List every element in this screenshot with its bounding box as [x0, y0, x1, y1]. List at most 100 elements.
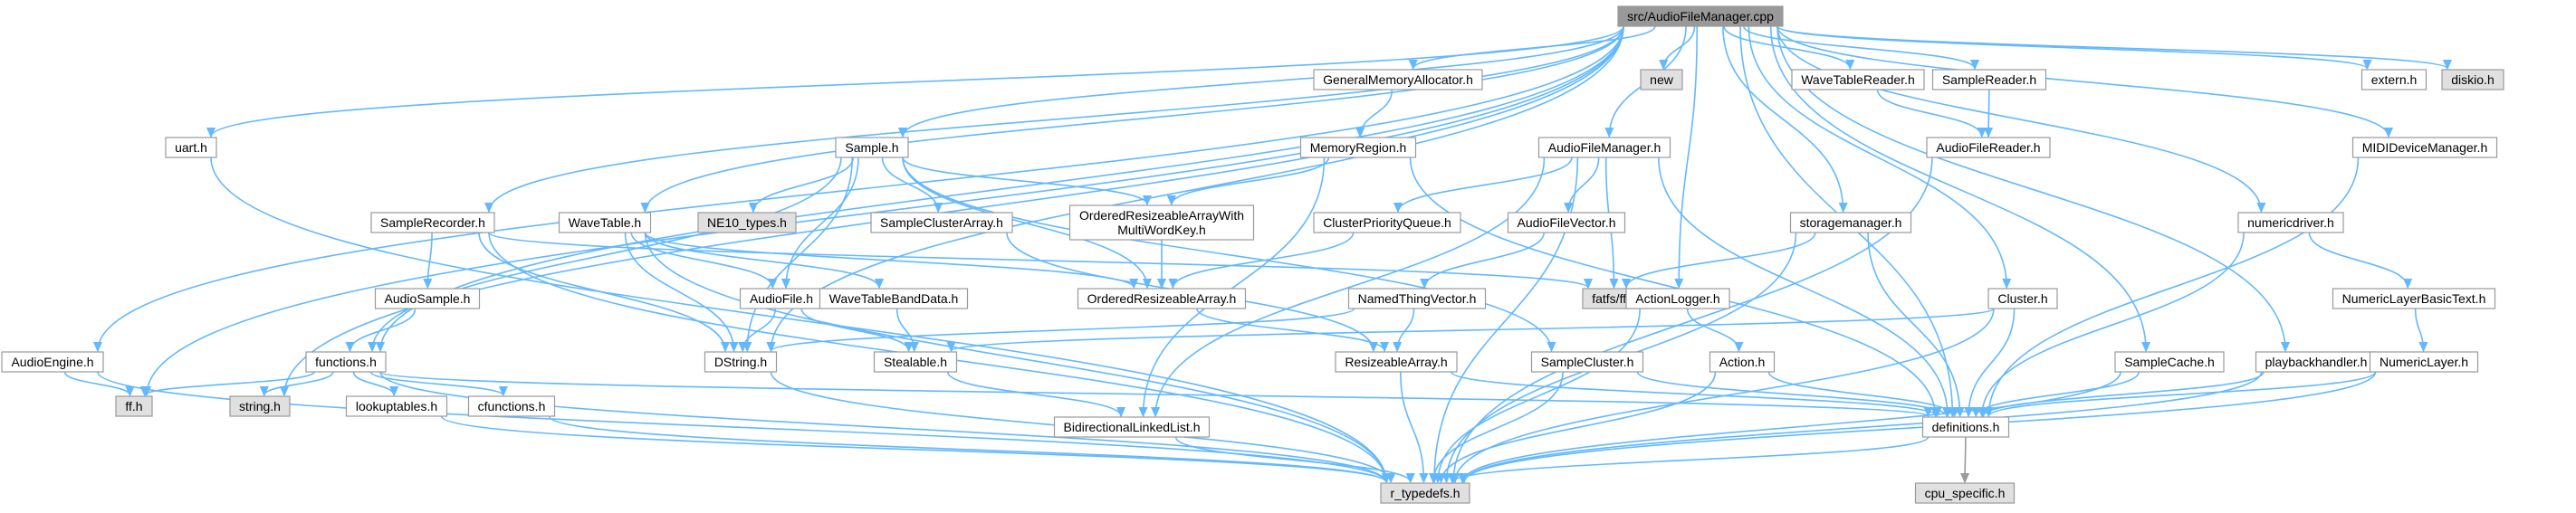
node-numericlayer[interactable]: NumericLayer.h: [2369, 351, 2479, 373]
node-ntv[interactable]: NamedThingVector.h: [1347, 288, 1487, 309]
edge-cluster-to-definitions: [1968, 308, 2016, 416]
node-cluster[interactable]: Cluster.h: [1987, 288, 2058, 309]
node-box: [115, 395, 153, 417]
node-resizeable[interactable]: ResizeableArray.h: [1335, 351, 1458, 373]
node-audiofile[interactable]: AudioFile.h: [739, 288, 824, 309]
node-ne10[interactable]: NE10_types.h: [697, 212, 797, 233]
edge-root-to-numericdriver: [1776, 25, 2261, 212]
node-label: NE10_types.h: [707, 215, 787, 230]
node-label: extern.h: [2371, 72, 2418, 87]
node-samplerecorder[interactable]: SampleRecorder.h: [370, 212, 495, 233]
node-definitions[interactable]: definitions.h: [1921, 416, 2010, 438]
edge-wtbanddata-to-stealable: [895, 308, 915, 351]
node-label: diskio.h: [2451, 72, 2494, 87]
edge-actionlogger-to-rtypedefs: [1438, 308, 1641, 482]
node-label: definitions.h: [1932, 420, 2000, 434]
edge-root-to-samplerecorder: [489, 25, 1624, 212]
edge-samplecluster-to-definitions: [1636, 371, 1948, 416]
edge-afmh-to-bdll: [1155, 157, 1546, 416]
node-string[interactable]: string.h: [229, 395, 291, 417]
node-wtbanddata[interactable]: WaveTableBandData.h: [819, 288, 969, 309]
edge-sample-to-orawmk: [902, 157, 1147, 204]
node-cpuspecific[interactable]: cpu_specific.h: [1914, 482, 2016, 504]
node-label: fatfs/ff.h: [1592, 291, 1637, 306]
edge-wavetable-to-audiofile: [630, 232, 772, 288]
node-box: [1709, 351, 1776, 373]
node-extern[interactable]: extern.h: [2361, 69, 2428, 90]
node-box: [345, 395, 448, 417]
node-samplecluster[interactable]: SampleCluster.h: [1530, 351, 1644, 373]
edge-memregion-to-orawmk: [1172, 157, 1330, 204]
edge-root-to-string: [284, 25, 1624, 395]
node-wtreader[interactable]: WaveTableReader.h: [1791, 69, 1925, 90]
node-afmh[interactable]: AudioFileManager.h: [1537, 137, 1671, 158]
node-box: [1926, 137, 2051, 158]
edge-storagemanager-to-fatfs: [1626, 232, 1816, 288]
node-playbackhandler[interactable]: playbackhandler.h: [2255, 351, 2378, 373]
edge-memregion-to-definitions: [1409, 157, 1936, 416]
node-samplecache[interactable]: SampleCache.h: [2114, 351, 2225, 373]
node-label: NumericLayer.h: [2380, 355, 2468, 369]
node-gma[interactable]: GeneralMemoryAllocator.h: [1313, 69, 1483, 90]
node-storagemanager[interactable]: storagemanager.h: [1789, 212, 1912, 233]
edge-audioengine-to-ffh: [63, 371, 130, 395]
node-afreader[interactable]: AudioFileReader.h: [1926, 137, 2051, 158]
edge-cluster-to-rtypedefs: [1455, 308, 1995, 482]
node-audioengine[interactable]: AudioEngine.h: [1, 351, 104, 373]
node-label: functions.h: [315, 355, 377, 369]
node-label: WaveTableReader.h: [1801, 72, 1915, 87]
node-cfunctions[interactable]: cfunctions.h: [467, 395, 556, 417]
node-sample[interactable]: Sample.h: [835, 137, 909, 158]
node-label: Stealable.h: [884, 355, 947, 369]
node-label: cpu_specific.h: [1925, 486, 2006, 500]
node-bdll[interactable]: BidirectionalLinkedList.h: [1053, 416, 1211, 438]
edge-action-to-definitions: [1767, 371, 1955, 416]
edge-action-to-rtypedefs: [1441, 371, 1717, 482]
node-numericdriver[interactable]: numericdriver.h: [2237, 212, 2344, 233]
node-label: SampleCluster.h: [1541, 355, 1634, 369]
node-cpq[interactable]: ClusterPriorityQueue.h: [1313, 212, 1461, 233]
edge-definitions-to-rtypedefs: [1452, 436, 1930, 482]
node-label: SampleRecorder.h: [380, 215, 485, 230]
node-nlbt[interactable]: NumericLayerBasicText.h: [2332, 288, 2496, 309]
node-ffh[interactable]: ff.h: [115, 395, 153, 417]
node-uart[interactable]: uart.h: [165, 137, 217, 158]
node-afvector[interactable]: AudioFileVector.h: [1507, 212, 1626, 233]
edge-samplecluster-to-rtypedefs: [1433, 371, 1564, 482]
node-lookuptables[interactable]: lookuptables.h: [345, 395, 448, 417]
node-label: GeneralMemoryAllocator.h: [1323, 72, 1473, 87]
edge-audiofile-to-dstring: [742, 308, 777, 351]
node-label: src/AudioFileManager.cpp: [1627, 9, 1774, 24]
edge-root-to-storagemanager: [1722, 25, 1843, 212]
node-label: cfunctions.h: [478, 399, 546, 413]
node-ora[interactable]: OrderedResizeableArray.h: [1077, 288, 1247, 309]
edge-cfunctions-to-rtypedefs: [548, 415, 1387, 482]
node-label: numericdriver.h: [2247, 215, 2334, 230]
node-audiosample[interactable]: AudioSample.h: [374, 288, 481, 309]
node-action[interactable]: Action.h: [1709, 351, 1776, 373]
node-label: Cluster.h: [1997, 291, 2047, 306]
node-label: MIDIDeviceManager.h: [2362, 140, 2488, 155]
node-wavetable[interactable]: WaveTable.h: [558, 212, 652, 233]
edge-root-to-gma: [1413, 25, 1656, 69]
node-dstring[interactable]: DString.h: [704, 351, 778, 373]
node-label: lookuptables.h: [356, 399, 437, 413]
node-diskio[interactable]: diskio.h: [2441, 69, 2504, 90]
node-functions[interactable]: functions.h: [305, 351, 387, 373]
node-mididevmgr[interactable]: MIDIDeviceManager.h: [2351, 137, 2498, 158]
node-label: ResizeableArray.h: [1345, 355, 1447, 369]
node-label: AudioEngine.h: [11, 355, 93, 369]
node-label: MemoryRegion.h: [1310, 140, 1407, 155]
node-sampleclusterarray[interactable]: SampleClusterArray.h: [870, 212, 1013, 233]
node-label: string.h: [239, 399, 281, 413]
node-samplereader[interactable]: SampleReader.h: [1931, 69, 2047, 90]
node-box: [819, 288, 969, 309]
edge-memregion-to-bdll: [1144, 157, 1326, 416]
node-stealable[interactable]: Stealable.h: [873, 351, 958, 373]
node-root[interactable]: src/AudioFileManager.cpp: [1617, 5, 1784, 27]
node-actionlogger[interactable]: ActionLogger.h: [1625, 288, 1730, 309]
node-new[interactable]: new: [1640, 69, 1683, 90]
node-memregion[interactable]: MemoryRegion.h: [1299, 137, 1417, 158]
node-rtypedefs[interactable]: r_typedefs.h: [1380, 482, 1470, 504]
